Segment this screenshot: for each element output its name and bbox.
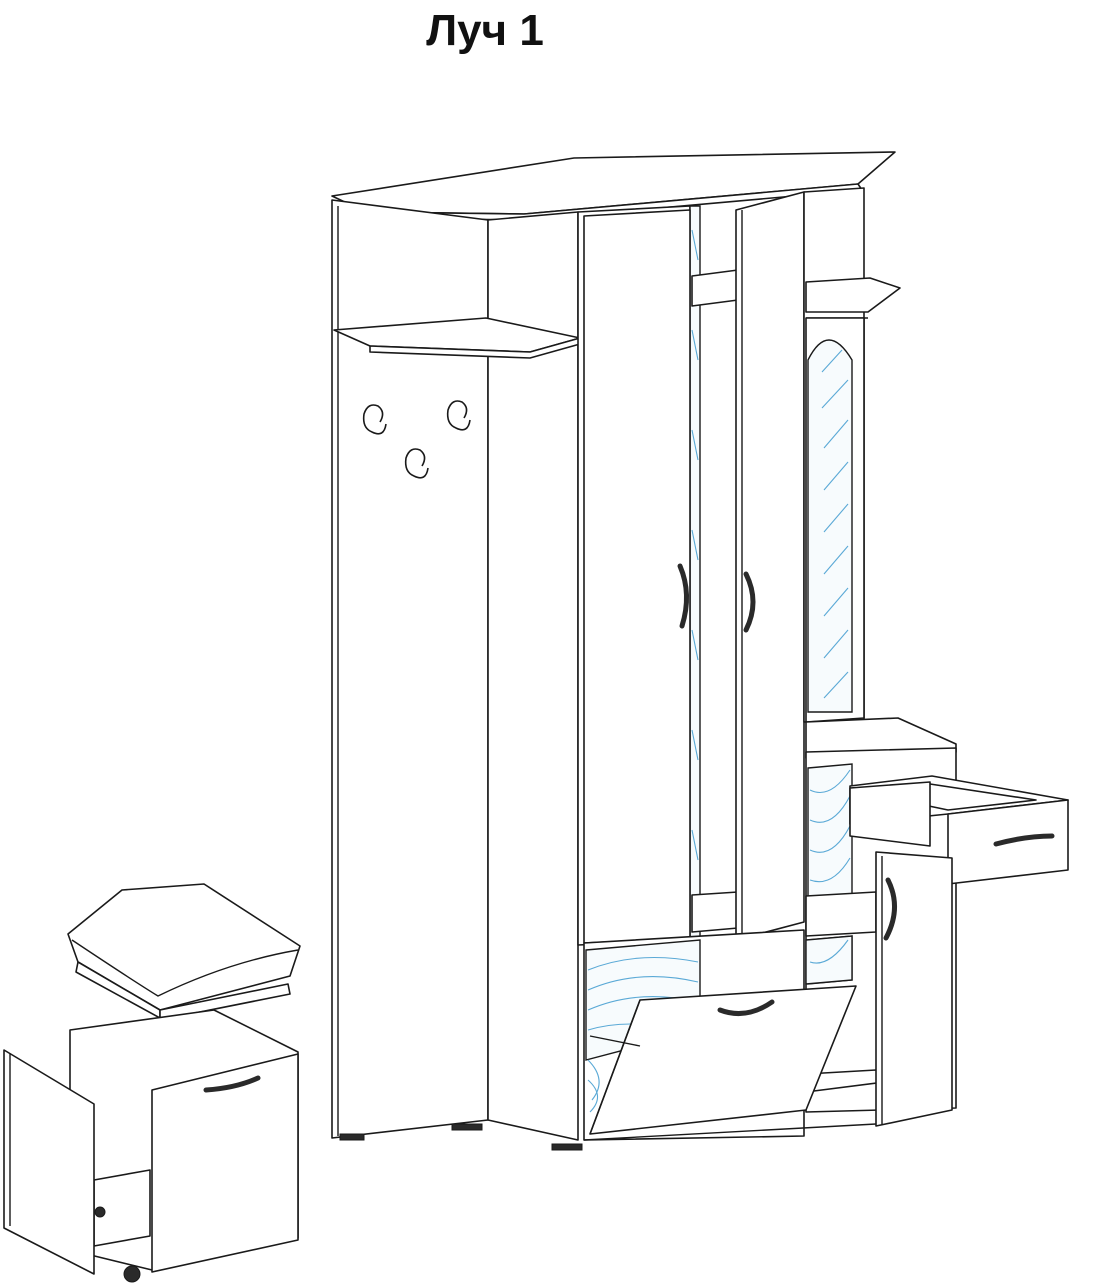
door-handle-icon — [883, 877, 897, 941]
pouf-body — [3, 1009, 299, 1283]
wardrobe-left-door — [583, 209, 691, 944]
foot — [551, 1143, 583, 1151]
caster-wheel-icon — [123, 1265, 141, 1283]
right-upper-section — [803, 187, 901, 723]
door-handle-icon — [677, 563, 689, 629]
glass-back-hatching — [809, 769, 851, 883]
coat-hook-icon — [404, 448, 429, 479]
mirror — [807, 339, 853, 713]
pouf-seat-cushion — [67, 883, 301, 1021]
caster-wheel-icon — [94, 1206, 106, 1218]
interior-glass-hatching — [691, 229, 699, 861]
coat-rack-panel — [331, 199, 579, 1141]
door-handle-icon — [203, 1075, 261, 1093]
foot — [451, 1123, 483, 1131]
coat-hooks — [362, 400, 471, 479]
door-handle-icon — [743, 571, 756, 633]
wardrobe-right-door-open — [735, 191, 805, 941]
coat-hook-icon — [446, 400, 471, 431]
drawer-handle-icon — [993, 833, 1055, 847]
mirror-hatching — [821, 349, 849, 699]
page-title: Луч 1 — [426, 6, 544, 55]
shoe-rack-flap-open — [589, 985, 857, 1135]
cabinet-door-open — [875, 851, 953, 1127]
foot — [339, 1133, 365, 1141]
coat-hook-icon — [362, 404, 387, 435]
flap-handle-icon — [717, 999, 775, 1017]
cabinet-drawer-open — [849, 775, 1069, 885]
